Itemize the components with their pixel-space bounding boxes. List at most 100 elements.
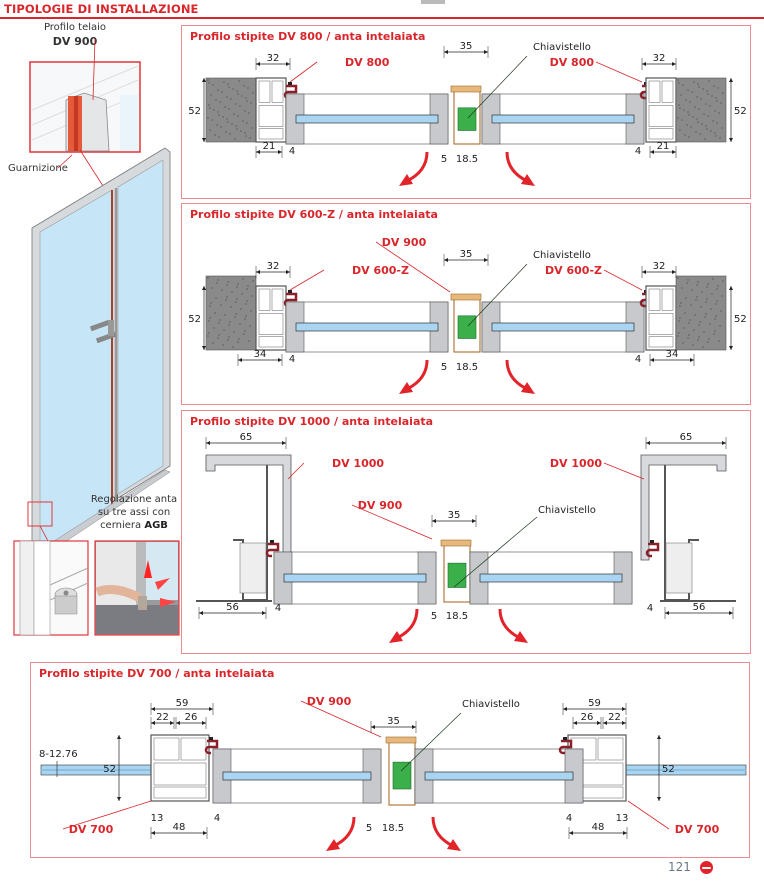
latch-cap <box>385 736 417 744</box>
dim-center-gap: 5 <box>431 611 437 622</box>
glass-pane <box>295 114 439 124</box>
wall-speck <box>230 306 232 308</box>
dim-bottom-left-label: 21 <box>263 141 276 152</box>
wall-speck <box>222 344 224 346</box>
wall-speck <box>246 300 248 302</box>
wall-speck <box>708 80 710 82</box>
wall-speck <box>713 85 715 87</box>
wall-speck <box>700 306 702 308</box>
wall-speck <box>232 346 234 348</box>
wall-speck <box>707 341 709 343</box>
wall-speck <box>231 291 233 293</box>
dim-center-width: 18.5 <box>446 611 468 622</box>
dim-height-right-arrow <box>657 735 661 739</box>
wall-speck <box>226 96 228 98</box>
dim-bottom-right-arrow <box>672 150 676 154</box>
latch-label: Chiavistello <box>533 42 591 53</box>
dim-center-arrow <box>472 519 476 523</box>
panel-title: Profilo stipite DV 700 / anta intelaiata <box>39 667 275 680</box>
wall-speck <box>686 124 688 126</box>
center-profile-label-leader <box>351 504 433 540</box>
wall-speck <box>710 308 712 310</box>
jamb-chamber <box>648 313 674 335</box>
dim-top-right-arrow <box>622 707 626 711</box>
wall-speck <box>698 324 700 326</box>
wall-speck <box>245 315 247 317</box>
dim-bottom-right-label: 21 <box>657 141 670 152</box>
wall-speck <box>239 105 241 107</box>
wall-speck <box>225 299 227 301</box>
glass-pane <box>283 573 427 583</box>
wall-speck <box>687 111 689 113</box>
wall-speck <box>703 113 705 115</box>
glass-pane <box>424 771 574 781</box>
wall-speck <box>716 122 718 124</box>
wall-speck <box>705 103 707 105</box>
panel-dv800: Profilo stipite DV 800 / anta intelaiata… <box>181 25 751 199</box>
jamb-chamber <box>153 737 180 761</box>
wall-speck <box>234 138 236 140</box>
wall-speck <box>705 125 707 127</box>
left-profile-label: DV 800 <box>345 56 390 69</box>
wall-speck <box>248 112 250 114</box>
wall-speck <box>680 94 682 96</box>
latch-leader <box>467 263 528 327</box>
dim-center-arrow <box>432 519 436 523</box>
wall-speck <box>217 111 219 113</box>
wall-speck <box>227 121 229 123</box>
wall-speck <box>227 339 229 341</box>
opening-arrow-head <box>514 631 528 643</box>
dim-height-right-arrow <box>729 346 733 350</box>
wall-speck <box>229 133 231 135</box>
dim-center-gap: 5 <box>441 154 447 165</box>
frame-detail-image <box>29 38 141 201</box>
dim-top-left-label: 59 <box>176 698 189 709</box>
jamb-chamber <box>597 737 624 761</box>
wall-speck <box>684 312 686 314</box>
wall-speck <box>225 131 227 133</box>
title-rule <box>0 17 764 19</box>
jamb-chamber <box>648 336 674 348</box>
wall-speck <box>697 121 699 123</box>
wall-speck <box>245 303 247 305</box>
wall-speck <box>228 86 230 88</box>
wall-speck <box>242 278 244 280</box>
dim-bottom-left-arrow <box>278 150 282 154</box>
frame-profile-code: DV 900 <box>52 35 98 48</box>
dim-bottom-right-arrow <box>569 831 573 835</box>
wall-speck <box>695 131 697 133</box>
wall-speck <box>711 293 713 295</box>
jamb-chamber <box>648 105 674 127</box>
wall-speck <box>706 286 708 288</box>
dim-top-right-arrow <box>642 270 646 274</box>
dim-gap-right: 4 <box>635 354 641 365</box>
dim-center-width: 18.5 <box>456 154 478 165</box>
dim-center-label: 35 <box>387 716 400 727</box>
wall-speck <box>704 316 706 318</box>
wall-speck <box>243 85 245 87</box>
wall-speck <box>715 303 717 305</box>
dim-height-left-arrow <box>117 797 121 801</box>
wall-speck <box>696 96 698 98</box>
jamb-chamber <box>661 80 674 103</box>
wall-speck <box>716 288 718 290</box>
wall-speck <box>237 283 239 285</box>
wall-speck <box>220 304 222 306</box>
opening-arrow-head <box>389 631 403 643</box>
wall-speck <box>689 319 691 321</box>
jamb-chamber <box>153 762 207 786</box>
dim-height-right-arrow <box>657 797 661 801</box>
dim-top-left-arrow <box>286 62 290 66</box>
jamb-chamber <box>153 786 207 799</box>
wall-speck <box>697 281 699 283</box>
jamb-chamber <box>661 288 674 311</box>
latch-cap <box>440 539 472 547</box>
wall-speck <box>714 330 716 332</box>
dim-top-left-b-label: 26 <box>185 712 198 723</box>
wall-speck <box>210 302 212 304</box>
dim-top-left-b-arrow <box>176 721 180 725</box>
wall-speck <box>236 128 238 130</box>
latch-cap <box>450 293 482 301</box>
wall-speck <box>709 323 711 325</box>
wall-speck <box>716 300 718 302</box>
